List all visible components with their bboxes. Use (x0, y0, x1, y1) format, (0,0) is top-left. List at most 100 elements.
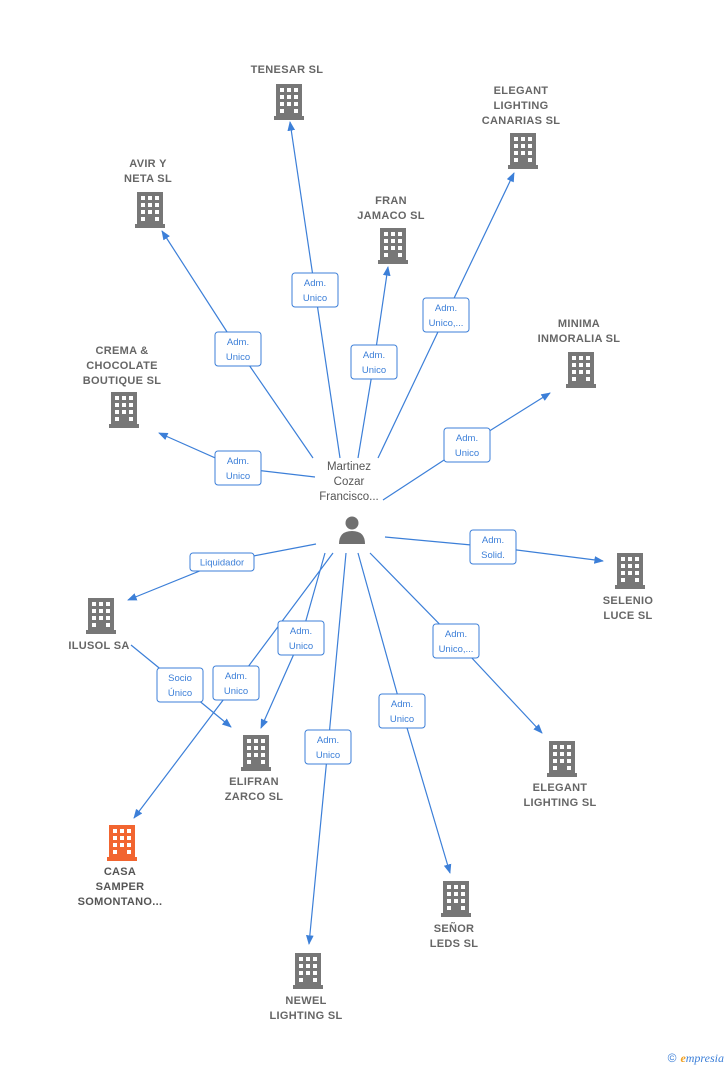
edge-label-text: Socio (168, 673, 192, 684)
edge-label-text: Unico (226, 352, 250, 363)
edge-label-text: Unico,... (439, 644, 474, 655)
company-node-elegant[interactable]: ELEGANT LIGHTING SL (524, 741, 597, 809)
company-name-line: INMORALIA SL (538, 333, 621, 345)
company-name-line: LIGHTING SL (524, 797, 597, 809)
edge-label-text: Adm. (317, 735, 339, 746)
edge-label-box (156, 667, 204, 703)
company-name-line: SELENIO (603, 595, 654, 607)
edge-label-box (304, 729, 352, 765)
person-name-line: Cozar (334, 476, 365, 488)
company-name-line: CASA (104, 866, 136, 878)
edge-label-text: Adm. (391, 699, 413, 710)
edge-label-text: Adm. (445, 629, 467, 640)
edge-label-box (214, 450, 262, 486)
edge-label-text: Adm. (456, 433, 478, 444)
company-node-elifran[interactable]: ELIFRAN ZARCO SL (225, 735, 284, 803)
building-icon (566, 352, 596, 388)
building-icon (107, 825, 137, 861)
edge-label-elegant-canarias[interactable]: Adm.Unico,... (422, 297, 470, 333)
edge-label-text: Unico (362, 365, 386, 376)
edge-label-casa[interactable]: Adm.Unico (212, 665, 260, 701)
edge-label-box (350, 344, 398, 380)
person-node[interactable]: MartinezCozarFrancisco... (319, 461, 379, 544)
building-icon (241, 735, 271, 771)
edge-label-text: Unico (455, 448, 479, 459)
edge-label-text: Adm. (363, 350, 385, 361)
edge-label-box (432, 623, 480, 659)
company-name-line: BOUTIQUE SL (83, 375, 161, 387)
edge-label-text: Adm. (304, 278, 326, 289)
edge-label-avir[interactable]: Adm. Unico (214, 331, 262, 367)
edge-label-elifran[interactable]: Adm.Unico (277, 620, 325, 656)
edge-label-text: Unico (316, 750, 340, 761)
building-icon (378, 228, 408, 264)
building-icon (135, 192, 165, 228)
company-node-newel[interactable]: NEWEL LIGHTING SL (270, 953, 343, 1022)
company-name-line: MINIMA (558, 318, 600, 330)
edge-label-text: Adm. (290, 626, 312, 637)
edge-label-selenio[interactable]: Adm. Solid. (469, 529, 517, 565)
person-name-line: Francisco... (319, 491, 378, 503)
empresia-logo[interactable]: ©empresia (668, 1051, 724, 1066)
edge-label-newel[interactable]: Adm. Unico (304, 729, 352, 765)
company-name-line: LEDS SL (430, 938, 479, 950)
company-name-line: ELEGANT (533, 782, 588, 794)
company-name-line: LIGHTING (494, 100, 549, 112)
company-name-line: JAMACO SL (357, 210, 424, 222)
company-name-line: SOMONTANO... (78, 896, 163, 908)
company-node-minima[interactable]: MINIMA INMORALIA SL (538, 318, 621, 388)
copyright-symbol: © (667, 1051, 677, 1065)
edge-label-text: Solid. (481, 550, 505, 561)
edge-label-ilusol[interactable]: Liquidador (189, 552, 255, 572)
edge-label-box (212, 665, 260, 701)
building-icon (274, 84, 304, 120)
edge-label-box (378, 693, 426, 729)
edge-label-text: Adm. (227, 456, 249, 467)
company-name-line: LIGHTING SL (270, 1010, 343, 1022)
person-icon (339, 516, 365, 544)
company-name-line: ELIFRAN (229, 776, 279, 788)
building-icon (615, 553, 645, 589)
company-node-selenio[interactable]: SELENIO LUCE SL (603, 553, 654, 622)
company-name-line: SEÑOR (434, 922, 475, 935)
company-name-line: SAMPER (96, 881, 145, 893)
company-name-line: CHOCOLATE (86, 360, 158, 372)
company-name-line: FRAN (375, 195, 407, 207)
company-node-fran[interactable]: FRAN JAMACO SL (357, 195, 424, 264)
building-icon (547, 741, 577, 777)
edge-label-senor[interactable]: Adm. Unico (378, 693, 426, 729)
company-name-line: TENESAR SL (251, 64, 324, 76)
company-node-ilusol[interactable]: ILUSOL SA (68, 598, 129, 652)
edges-layer (127, 121, 604, 945)
edge-label-box (469, 529, 517, 565)
company-node-tenesar[interactable]: TENESAR SL (251, 64, 324, 120)
edge-label-text: Unico (226, 471, 250, 482)
edge-label-text: Unico (390, 714, 414, 725)
logo-text: mpresia (685, 1051, 724, 1065)
company-name-line: NEWEL (285, 995, 326, 1007)
edge-label-text: Adm. (227, 337, 249, 348)
edge-label-text: Único (168, 688, 192, 699)
building-icon (86, 598, 116, 634)
edge-label-tenesar[interactable]: Adm.Unico (291, 272, 339, 308)
edge-label-crema[interactable]: Adm. Unico (214, 450, 262, 486)
edge-label-minima[interactable]: Adm. Unico (443, 427, 491, 463)
edge-label-elegant[interactable]: Adm. Unico,... (432, 623, 480, 659)
company-node-casa[interactable]: CASA SAMPER SOMONTANO... (78, 825, 163, 908)
edge-label-text: Liquidador (200, 558, 244, 569)
edge-label-box (443, 427, 491, 463)
edge-label-fran[interactable]: Adm. Unico (350, 344, 398, 380)
edge-label-text: Adm. (482, 535, 504, 546)
company-name-line: LUCE SL (603, 610, 652, 622)
company-name-line: ZARCO SL (225, 791, 284, 803)
company-name-line: ILUSOL SA (68, 640, 129, 652)
company-node-senor[interactable]: SEÑOR LEDS SL (430, 881, 479, 950)
edge-ilusol (127, 543, 317, 601)
